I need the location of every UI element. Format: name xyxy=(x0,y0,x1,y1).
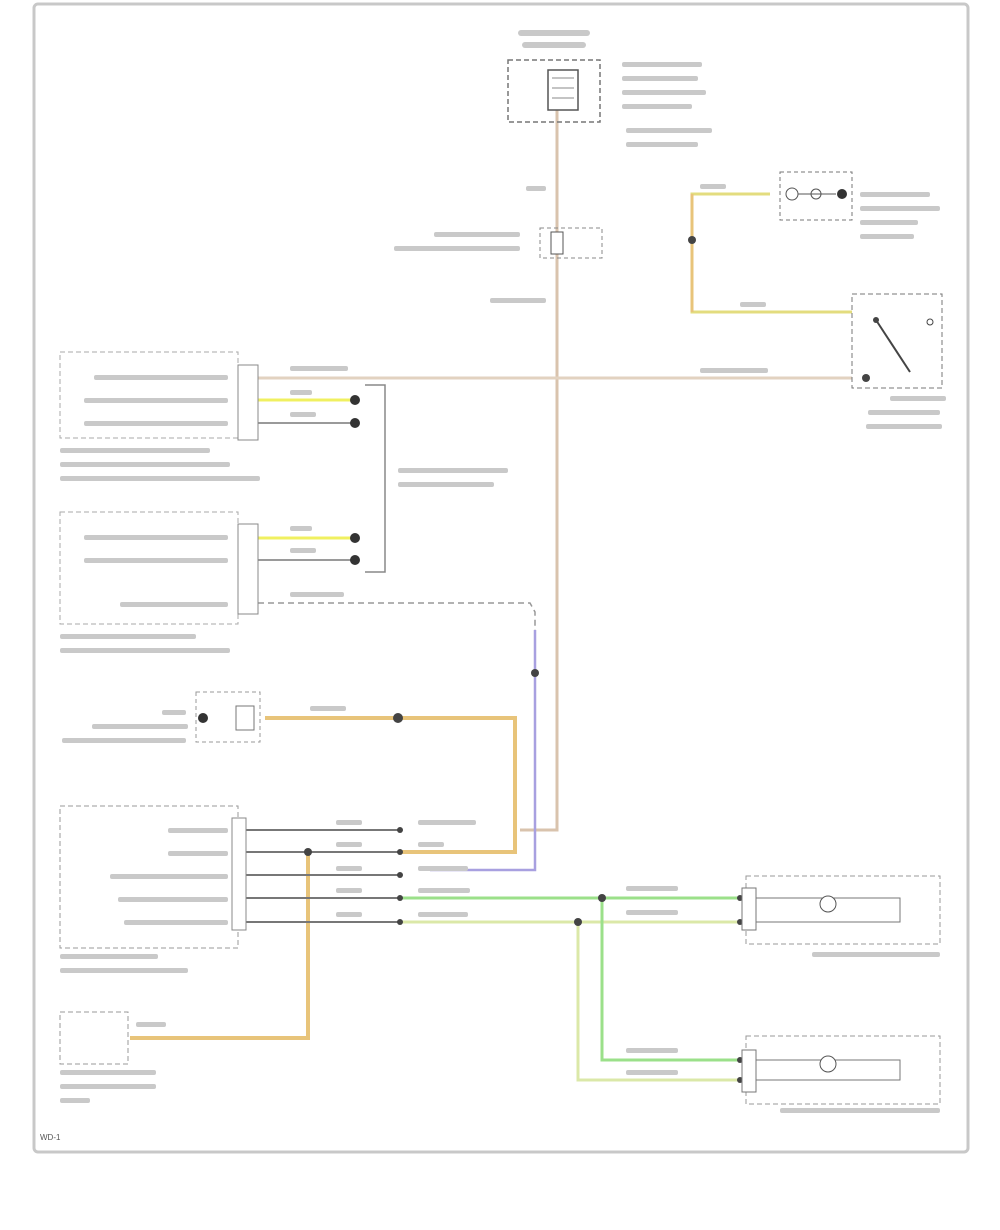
wire-orange xyxy=(265,716,517,854)
page-id-label: WD-1 xyxy=(40,1133,61,1142)
wire-orange-bottom xyxy=(130,852,310,1040)
right-sensor-1 xyxy=(741,875,941,945)
diagram-frame xyxy=(32,2,970,1154)
illegible-labels xyxy=(60,30,946,1113)
wire-lightgreen-down xyxy=(576,922,740,1082)
left-sensor xyxy=(195,691,261,743)
left-connector-1 xyxy=(59,351,259,441)
switch-right xyxy=(851,293,943,389)
wire-main-vertical xyxy=(520,110,559,832)
lamp-top-right xyxy=(779,171,853,221)
bottom-left-box xyxy=(59,1011,129,1065)
inline-connector-top xyxy=(539,227,603,259)
wire-green-down xyxy=(600,898,740,1062)
right-sensor-2 xyxy=(741,1035,941,1105)
top-sensor xyxy=(507,59,601,123)
left-connector-2 xyxy=(59,511,259,625)
